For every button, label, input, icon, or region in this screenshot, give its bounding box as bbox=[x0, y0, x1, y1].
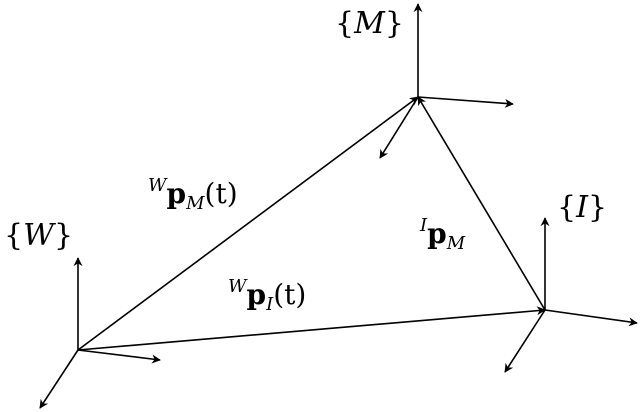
frame-w-axes bbox=[39, 257, 161, 409]
frame-i-axes bbox=[504, 217, 638, 373]
frame-w-x-axis bbox=[77, 349, 161, 364]
frame-m-label: {M} bbox=[335, 6, 404, 41]
vector-world-to-marker-superscript: W bbox=[148, 175, 168, 196]
frame-w-y-axis bbox=[39, 349, 79, 409]
vector-world-to-imu-superscript: W bbox=[228, 276, 248, 297]
frame-w-symbol: W bbox=[23, 218, 56, 253]
vector-world-to-imu-symbol: p bbox=[247, 278, 267, 311]
frame-i-y-axis bbox=[504, 309, 546, 373]
vector-imu-to-marker-subscript: M bbox=[446, 233, 466, 254]
frame-i-x-axis bbox=[544, 309, 638, 327]
vector-world-to-marker-symbol: p bbox=[167, 177, 187, 210]
vector-world-to-marker bbox=[77, 96, 419, 351]
frame-i-symbol: I bbox=[575, 190, 589, 225]
vector-world-to-imu-label: WpI(t) bbox=[228, 276, 306, 315]
vector-imu-to-marker-symbol: p bbox=[427, 217, 447, 250]
vector-world-to-marker-label: WpM(t) bbox=[148, 175, 238, 214]
frame-m-axes bbox=[379, 3, 514, 159]
vector-imu-to-marker-label: IpM bbox=[419, 215, 466, 254]
vector-imu-to-marker-superscript: I bbox=[419, 215, 428, 236]
vector-world-to-imu bbox=[77, 306, 546, 351]
vector-world-to-imu-subscript: I bbox=[265, 294, 274, 315]
frame-m-x-axis bbox=[417, 96, 514, 108]
vector-world-to-imu-argument: (t) bbox=[273, 278, 306, 311]
frame-w-label: {W} bbox=[4, 218, 73, 253]
vector-world-to-marker-subscript: M bbox=[185, 193, 205, 214]
vector-imu-to-marker bbox=[417, 96, 546, 311]
vector-world-to-marker-argument: (t) bbox=[205, 177, 238, 210]
frame-i-label: {I} bbox=[557, 190, 607, 225]
frame-m-symbol: M bbox=[353, 6, 386, 41]
frame-m-y-axis bbox=[379, 96, 419, 159]
